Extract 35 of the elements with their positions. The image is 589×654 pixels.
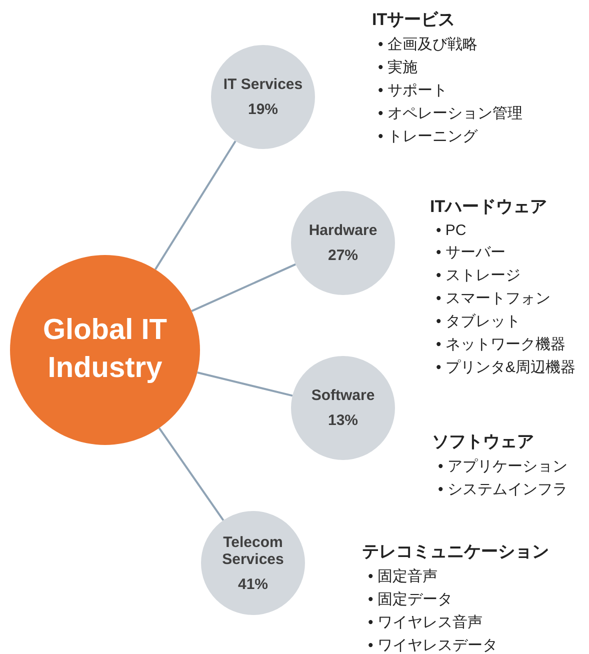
bullet-item: • タブレット (436, 312, 522, 331)
list-heading: テレコミュニケーション (362, 541, 549, 563)
category-name: Hardware (308, 222, 378, 239)
bullet-item: • ワイヤレスデータ (368, 636, 498, 654)
category-name: Software (311, 387, 375, 404)
bullet-item: • アプリケーション (438, 457, 568, 476)
bullet-item: • 企画及び戦略 (378, 35, 478, 54)
bullet-item: • サポート (378, 81, 448, 100)
connector-line (197, 372, 293, 397)
bullet-item: • サーバー (436, 243, 506, 262)
bullet-item: • 固定音声 (368, 567, 438, 586)
list-heading: ITハードウェア (430, 196, 548, 218)
hub-title: Global IT Industry (42, 313, 168, 386)
share-percentage: 13% (328, 412, 358, 429)
bullet-item: • システムインフラ (438, 480, 568, 499)
bullet-item: • トレーニング (378, 127, 479, 146)
bullet-item: • スマートフォン (436, 289, 552, 308)
bullet-item: • オペレーション管理 (378, 104, 522, 123)
bullet-item: • ネットワーク機器 (436, 335, 566, 354)
bullet-item: • 固定データ (368, 590, 454, 609)
share-percentage: 19% (248, 101, 278, 118)
category-name: Telecom Services (221, 534, 285, 568)
bullet-item: • ワイヤレス音声 (368, 613, 484, 632)
list-heading: ITサービス (372, 9, 456, 31)
connector-line (191, 263, 296, 312)
connector-line (158, 427, 224, 521)
category-name: IT Services (223, 76, 303, 93)
share-percentage: 27% (328, 247, 358, 264)
share-percentage: 41% (238, 576, 268, 592)
connector-line (154, 140, 236, 270)
bullet-item: • プリンタ&周辺機器 (436, 358, 576, 377)
bullet-item: • ストレージ (436, 266, 522, 285)
bullet-item: • 実施 (378, 58, 418, 77)
list-heading: ソフトウェア (432, 431, 535, 453)
bullet-item: • PC (436, 222, 468, 239)
